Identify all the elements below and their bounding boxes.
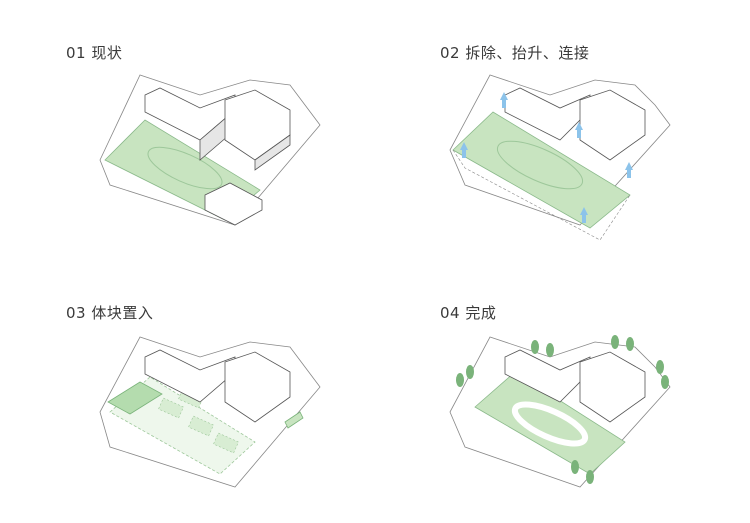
- current-state-diagram: [99, 74, 321, 226]
- completion-diagram: [449, 335, 671, 488]
- panel-title: 03 体块置入: [66, 304, 154, 322]
- panel-demolish-raise-connect: 02 拆除、抬升、连接: [375, 0, 750, 261]
- panel-title: 02 拆除、抬升、连接: [440, 44, 590, 62]
- panel-current-state: 01 现状: [0, 0, 375, 261]
- volume-insertion-diagram: [99, 336, 321, 488]
- panel-completion: 04 完成: [375, 262, 750, 523]
- panel-title: 01 现状: [66, 44, 123, 62]
- panel-volume-insertion: 03 体块置入: [0, 262, 375, 523]
- demolish-raise-connect-diagram: [449, 74, 671, 241]
- panel-title: 04 完成: [440, 304, 497, 322]
